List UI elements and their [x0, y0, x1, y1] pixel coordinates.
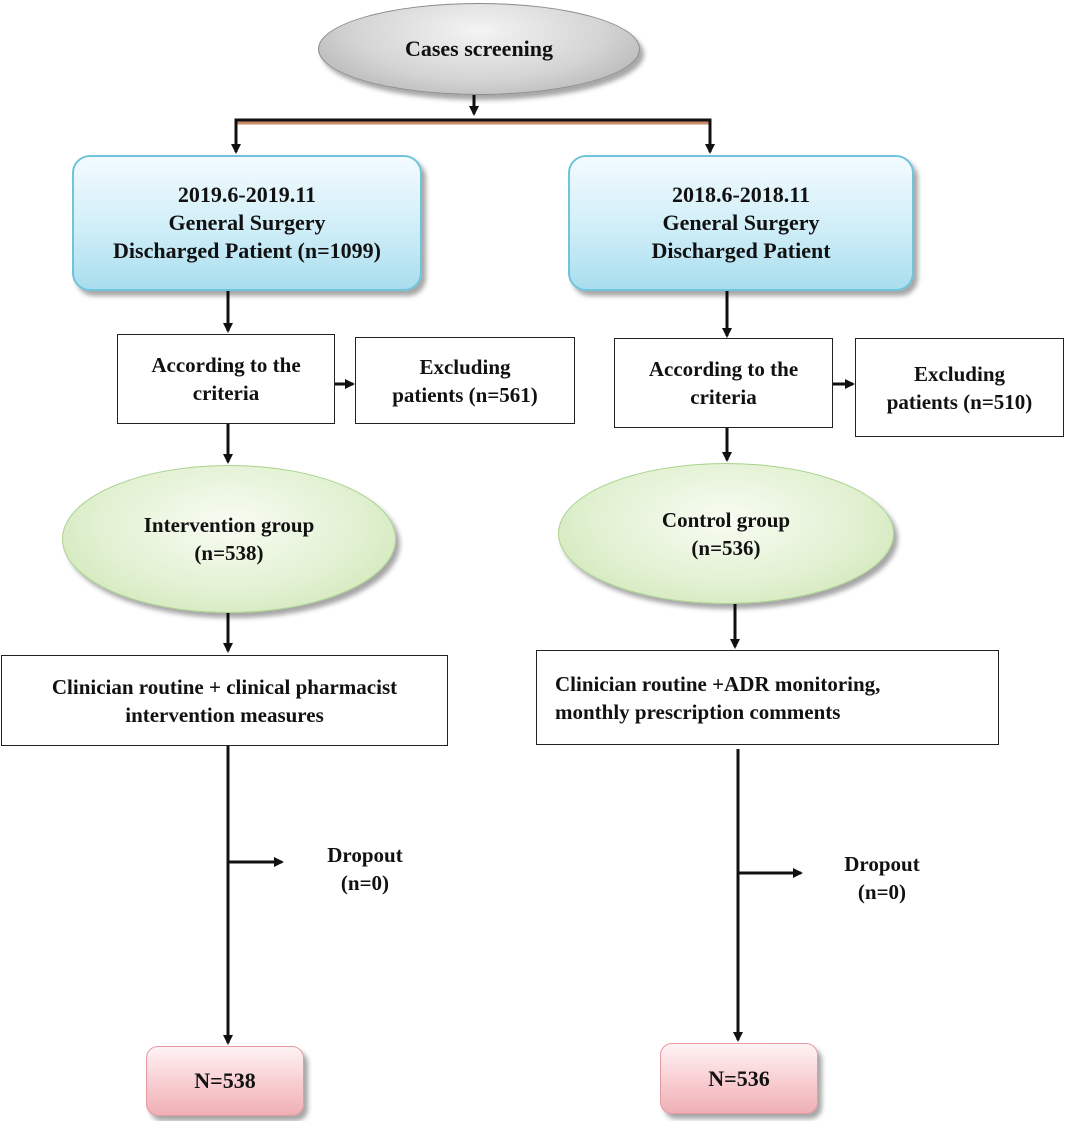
left-measures-node: Clinician routine + clinical pharmacist … — [1, 655, 448, 746]
left-dropout-label: Dropout (n=0) — [327, 843, 403, 895]
intervention-group-node: Intervention group (n=538) — [62, 465, 396, 613]
cases-screening-node: Cases screening — [318, 3, 640, 95]
split-bar — [234, 118, 712, 152]
right-measures-node: Clinician routine +ADR monitoring, month… — [536, 650, 999, 745]
intervention-group-label: Intervention group (n=538) — [143, 513, 315, 565]
right-final-node: N=536 — [660, 1043, 818, 1114]
right-excluded-node: Excluding patients (n=510) — [855, 338, 1064, 437]
left-cohort-label: 2019.6-2019.11 General Surgery Discharge… — [113, 182, 381, 263]
left-final-node: N=538 — [146, 1046, 304, 1116]
left-criteria-label: According to the criteria — [151, 353, 301, 405]
right-criteria-node: According to the criteria — [614, 338, 833, 428]
right-final-label: N=536 — [708, 1065, 770, 1091]
left-final-label: N=538 — [194, 1068, 256, 1093]
left-excluded-label: Excluding patients (n=561) — [392, 354, 538, 407]
control-group-node: Control group (n=536) — [558, 463, 894, 604]
cases-screening-label: Cases screening — [404, 36, 554, 61]
left-criteria-node: According to the criteria — [117, 334, 335, 424]
left-cohort-node: 2019.6-2019.11 General Surgery Discharge… — [72, 155, 422, 291]
right-criteria-label: According to the criteria — [648, 357, 799, 409]
right-dropout-label: Dropout (n=0) — [844, 852, 920, 904]
left-excluded-node: Excluding patients (n=561) — [355, 337, 575, 424]
control-group-label: Control group (n=536) — [661, 507, 791, 560]
right-measures-label: Clinician routine +ADR monitoring, month… — [555, 671, 881, 724]
right-cohort-label: 2018.6-2018.11 General Surgery Discharge… — [651, 182, 831, 263]
right-cohort-node: 2018.6-2018.11 General Surgery Discharge… — [568, 155, 914, 291]
right-excluded-label: Excluding patients (n=510) — [886, 361, 1033, 414]
left-measures-label: Clinician routine + clinical pharmacist … — [51, 674, 398, 727]
